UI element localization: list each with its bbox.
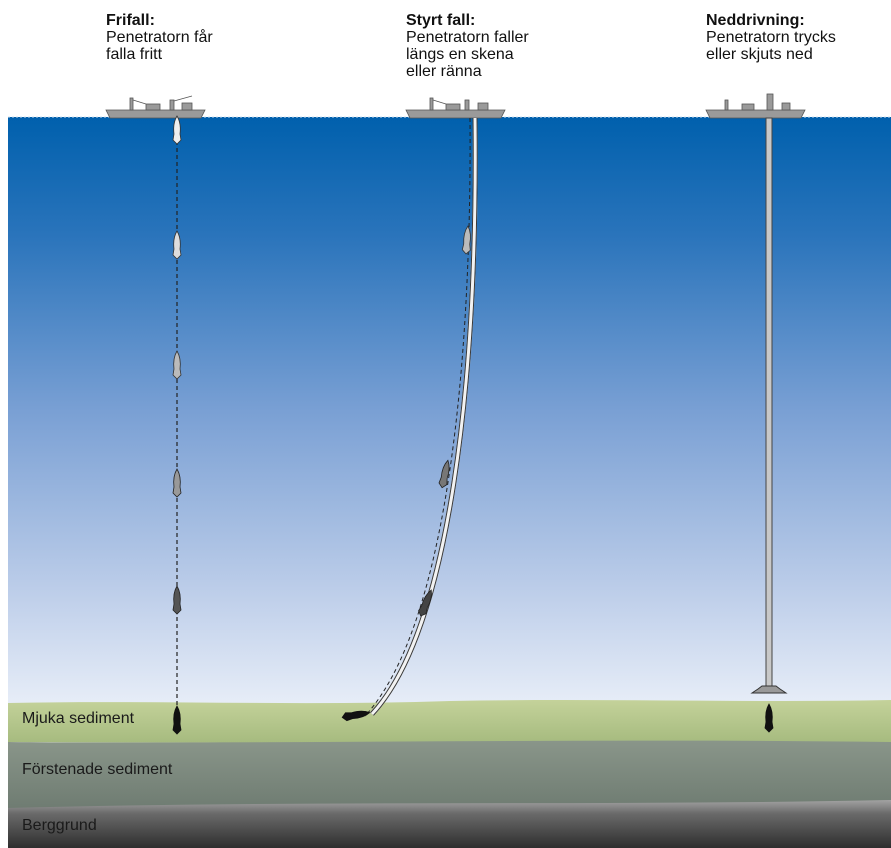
caption-description: Penetratorn trycks eller skjuts ned (706, 29, 836, 63)
layer-label-bedrock: Berggrund (22, 817, 97, 834)
layer-label-consolidated-sediment: Förstenade sediment (22, 761, 173, 778)
ship-icon (405, 97, 506, 119)
caption-title: Neddrivning: (706, 12, 805, 29)
ship-icon (105, 95, 206, 119)
push-rod-icon (765, 117, 773, 687)
consolidated-sediment-layer (8, 739, 891, 808)
caption-guided-fall: Styrt fall: Penetratorn faller längs en … (406, 12, 529, 80)
layer-label-soft-sediment: Mjuka sediment (22, 710, 135, 727)
guided-fall-path (364, 117, 471, 717)
caption-title: Frifall: (106, 12, 155, 29)
caption-title: Styrt fall: (406, 12, 476, 29)
soft-sediment-layer (8, 700, 891, 743)
water-column (8, 117, 891, 707)
caption-free-fall: Frifall: Penetratorn får falla fritt (106, 12, 213, 63)
anchor-plate (750, 685, 788, 694)
caption-description: Penetratorn faller längs en skena eller … (406, 29, 529, 80)
caption-push-down: Neddrivning: Penetratorn trycks eller sk… (706, 12, 836, 63)
ship-icon (705, 93, 806, 119)
caption-description: Penetratorn får falla fritt (106, 29, 213, 63)
